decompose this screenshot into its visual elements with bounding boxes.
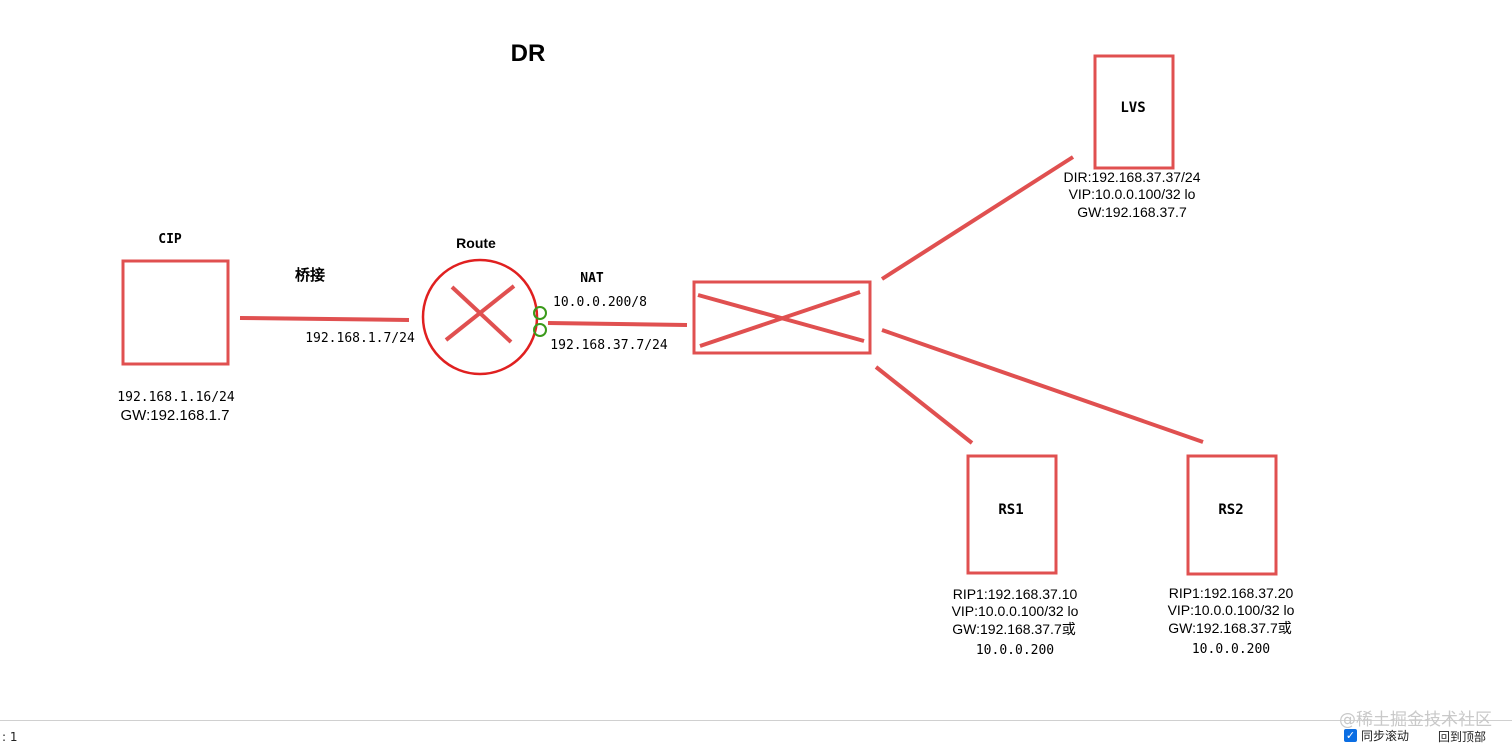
- cip-label: CIP: [158, 232, 182, 247]
- rs1-vip: VIP:10.0.0.100/32 lo: [952, 603, 1079, 619]
- rs2-node: RS2 RIP1:192.168.37.20 VIP:10.0.0.100/32…: [1168, 454, 1295, 657]
- lvs-gw: GW:192.168.37.7: [1077, 204, 1187, 220]
- rs1-rip: RIP1:192.168.37.10: [953, 586, 1078, 602]
- cip-ip: 192.168.1.16/24: [117, 390, 235, 405]
- rs1-gw-alt: 10.0.0.200: [976, 643, 1054, 658]
- diagram-title: DR: [511, 40, 546, 67]
- route-label: Route: [456, 235, 496, 251]
- route-switch-link: [547, 321, 688, 327]
- route-circle: [421, 258, 539, 376]
- watermark-text: @稀土掘金技术社区: [1339, 710, 1492, 730]
- rs1-node: RS1 RIP1:192.168.37.10 VIP:10.0.0.100/32…: [952, 454, 1079, 658]
- rs2-rip: RIP1:192.168.37.20: [1169, 585, 1294, 601]
- route-left-ip: 192.168.1.7/24: [305, 331, 415, 346]
- rs2-gw-alt: 10.0.0.200: [1192, 642, 1270, 657]
- route-right-ip: 192.168.37.7/24: [550, 338, 668, 353]
- lvs-vip: VIP:10.0.0.100/32 lo: [1069, 186, 1196, 202]
- lvs-box: [1093, 54, 1175, 170]
- rs2-vip: VIP:10.0.0.100/32 lo: [1168, 602, 1295, 618]
- rs1-box: [966, 454, 1058, 575]
- lvs-node: LVS DIR:192.168.37.37/24 VIP:10.0.0.100/…: [1064, 54, 1201, 220]
- bridge-label: 桥接: [295, 266, 325, 284]
- rs1-gw: GW:192.168.37.7或: [952, 621, 1075, 637]
- rs1-label: RS1: [998, 502, 1023, 518]
- checkbox-checked-icon[interactable]: ✓: [1344, 729, 1357, 742]
- route-port-bottom: [533, 323, 547, 337]
- rs2-label: RS2: [1218, 502, 1243, 518]
- switch-rs2-link: [881, 328, 1204, 444]
- rs2-gw: GW:192.168.37.7或: [1168, 620, 1291, 636]
- rs2-box: [1186, 454, 1278, 576]
- switch-cross-b: [699, 290, 861, 348]
- route-node: Route: [421, 235, 547, 376]
- switch-lvs-link: [880, 155, 1075, 281]
- back-to-top-button[interactable]: 回到顶部: [1438, 730, 1487, 744]
- nat-label: NAT: [580, 271, 604, 286]
- sync-scroll-toggle[interactable]: ✓ 同步滚动: [1344, 727, 1409, 744]
- route-port-top: [533, 306, 547, 320]
- switch-box: [692, 280, 872, 355]
- lvs-dir: DIR:192.168.37.37/24: [1064, 169, 1201, 185]
- network-diagram: DR CIP 192.168.1.16/24 GW:192.168.1.7 桥接…: [117, 40, 1295, 658]
- route-cross-b: [444, 284, 516, 342]
- sync-scroll-label: 同步滚动: [1361, 729, 1410, 743]
- cip-route-link: [239, 316, 410, 322]
- lvs-label: LVS: [1120, 100, 1145, 116]
- status-text: : 1: [2, 730, 18, 744]
- cip-box: [121, 259, 230, 366]
- switch-rs1-link: [874, 365, 974, 445]
- cip-gw: GW:192.168.1.7: [121, 407, 230, 424]
- route-cross-a: [450, 285, 513, 344]
- route-nat-ip: 10.0.0.200/8: [553, 295, 647, 310]
- editor-footer: : 1 @稀土掘金技术社区 ✓ 同步滚动 回到顶部: [0, 710, 1512, 750]
- switch-node: [692, 280, 872, 355]
- cip-node: CIP 192.168.1.16/24 GW:192.168.1.7: [117, 232, 235, 424]
